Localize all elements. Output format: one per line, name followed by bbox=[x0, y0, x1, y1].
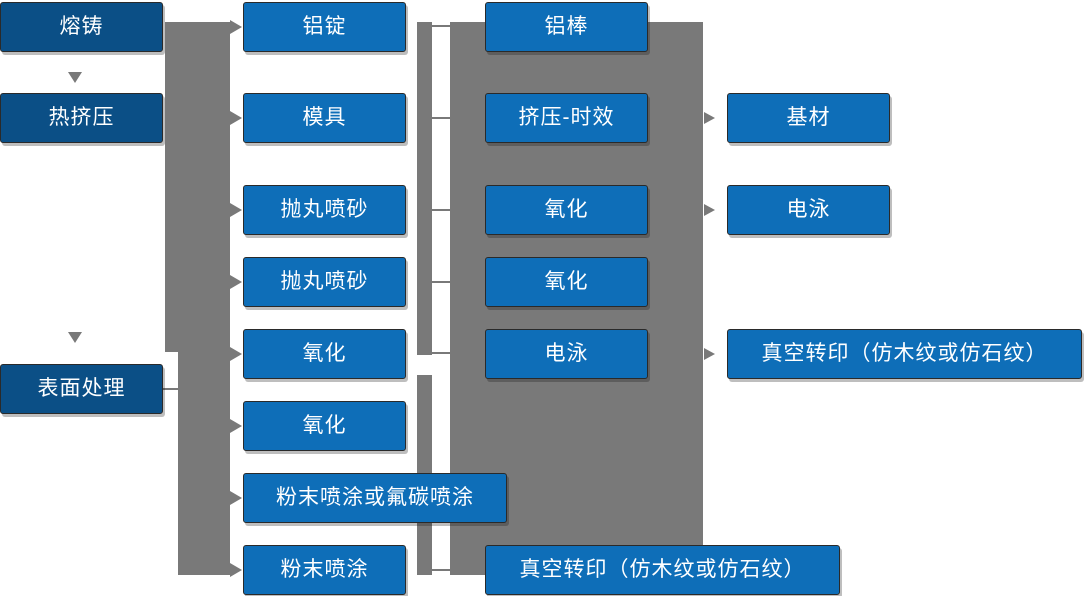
left-band-arrow-8 bbox=[230, 563, 242, 577]
stage-label-surface-treatment: 表面处理 bbox=[37, 377, 126, 401]
mid-bracket-bar-upper bbox=[417, 22, 432, 355]
process-label-shot-blasting-1: 抛丸喷砂 bbox=[280, 198, 369, 222]
surface-treatment-link bbox=[163, 388, 185, 390]
output-label-vacuum-transfer-1: 真空转印（仿木纹或仿石纹） bbox=[761, 342, 1048, 366]
process-box-powder-or-pvdf[interactable]: 粉末喷涂或氟碳喷涂 bbox=[243, 473, 507, 523]
output-label-electrophoresis-2: 电泳 bbox=[786, 198, 831, 222]
detail-box-electrophoresis-1[interactable]: 电泳 bbox=[485, 329, 648, 379]
process-box-powder-coating[interactable]: 粉末喷涂 bbox=[243, 545, 406, 595]
left-band-arrow-4 bbox=[230, 275, 242, 289]
detail-label-oxidation-4: 氧化 bbox=[544, 270, 589, 294]
mid-bracket-rung-2 bbox=[432, 117, 452, 119]
process-label-oxidation-2: 氧化 bbox=[302, 414, 347, 438]
process-box-oxidation-2[interactable]: 氧化 bbox=[243, 401, 406, 451]
stage-down-arrow-1 bbox=[68, 72, 82, 83]
output-label-substrate: 基材 bbox=[786, 106, 831, 130]
process-box-mould[interactable]: 模具 bbox=[243, 93, 406, 143]
stage-label-melt-cast: 熔铸 bbox=[59, 15, 104, 39]
process-box-shot-blasting-1[interactable]: 抛丸喷砂 bbox=[243, 185, 406, 235]
process-label-powder-coating: 粉末喷涂 bbox=[280, 558, 369, 582]
mid-bracket-rung-3 bbox=[432, 209, 452, 211]
stage-box-melt-cast[interactable]: 熔铸 bbox=[0, 2, 163, 52]
mid-bracket-rung-1 bbox=[432, 25, 452, 27]
detail-label-vacuum-transfer-2: 真空转印（仿木纹或仿石纹） bbox=[519, 558, 806, 582]
mid-bracket-rung-6 bbox=[432, 569, 452, 571]
mid-bracket-rung-4 bbox=[432, 281, 452, 283]
output-arrow-vacuum-transfer bbox=[704, 348, 715, 360]
left-band-arrow-7 bbox=[230, 491, 242, 505]
stage-box-surface-treatment[interactable]: 表面处理 bbox=[0, 364, 163, 414]
process-label-oxidation-1: 氧化 bbox=[302, 342, 347, 366]
process-label-mould: 模具 bbox=[302, 106, 347, 130]
left-band-arrow-1 bbox=[230, 20, 242, 34]
process-label-aluminum-ingot: 铝锭 bbox=[302, 15, 347, 39]
detail-label-aluminum-bar: 铝棒 bbox=[544, 15, 589, 39]
stage-box-hot-extrusion[interactable]: 热挤压 bbox=[0, 93, 163, 143]
process-box-shot-blasting-2[interactable]: 抛丸喷砂 bbox=[243, 257, 406, 307]
output-arrow-substrate bbox=[704, 112, 715, 124]
detail-box-extrusion-aging[interactable]: 挤压-时效 bbox=[485, 93, 648, 143]
stage-down-arrow-2 bbox=[68, 332, 82, 343]
detail-box-oxidation-4[interactable]: 氧化 bbox=[485, 257, 648, 307]
left-band-arrow-3 bbox=[230, 203, 242, 217]
detail-box-oxidation-3[interactable]: 氧化 bbox=[485, 185, 648, 235]
output-box-substrate[interactable]: 基材 bbox=[727, 93, 890, 143]
left-connector-band-upper bbox=[165, 22, 230, 352]
detail-box-vacuum-transfer-2[interactable]: 真空转印（仿木纹或仿石纹） bbox=[485, 545, 840, 595]
process-label-powder-or-pvdf: 粉末喷涂或氟碳喷涂 bbox=[276, 486, 474, 510]
mid-bracket-rung-5 bbox=[432, 352, 452, 354]
left-band-arrow-5 bbox=[230, 347, 242, 361]
process-label-shot-blasting-2: 抛丸喷砂 bbox=[280, 270, 369, 294]
process-box-oxidation-1[interactable]: 氧化 bbox=[243, 329, 406, 379]
stage-label-hot-extrusion: 热挤压 bbox=[48, 106, 115, 130]
left-connector-band-lower bbox=[178, 352, 230, 575]
detail-label-extrusion-aging: 挤压-时效 bbox=[518, 106, 615, 130]
detail-label-oxidation-3: 氧化 bbox=[544, 198, 589, 222]
left-band-arrow-2 bbox=[230, 111, 242, 125]
output-arrow-electrophoresis bbox=[704, 204, 715, 216]
left-band-arrow-6 bbox=[230, 419, 242, 433]
output-box-electrophoresis-2[interactable]: 电泳 bbox=[727, 185, 890, 235]
process-box-aluminum-ingot[interactable]: 铝锭 bbox=[243, 2, 406, 52]
detail-label-electrophoresis-1: 电泳 bbox=[544, 342, 589, 366]
detail-box-aluminum-bar[interactable]: 铝棒 bbox=[485, 2, 648, 52]
output-box-vacuum-transfer-1[interactable]: 真空转印（仿木纹或仿石纹） bbox=[727, 329, 1082, 379]
